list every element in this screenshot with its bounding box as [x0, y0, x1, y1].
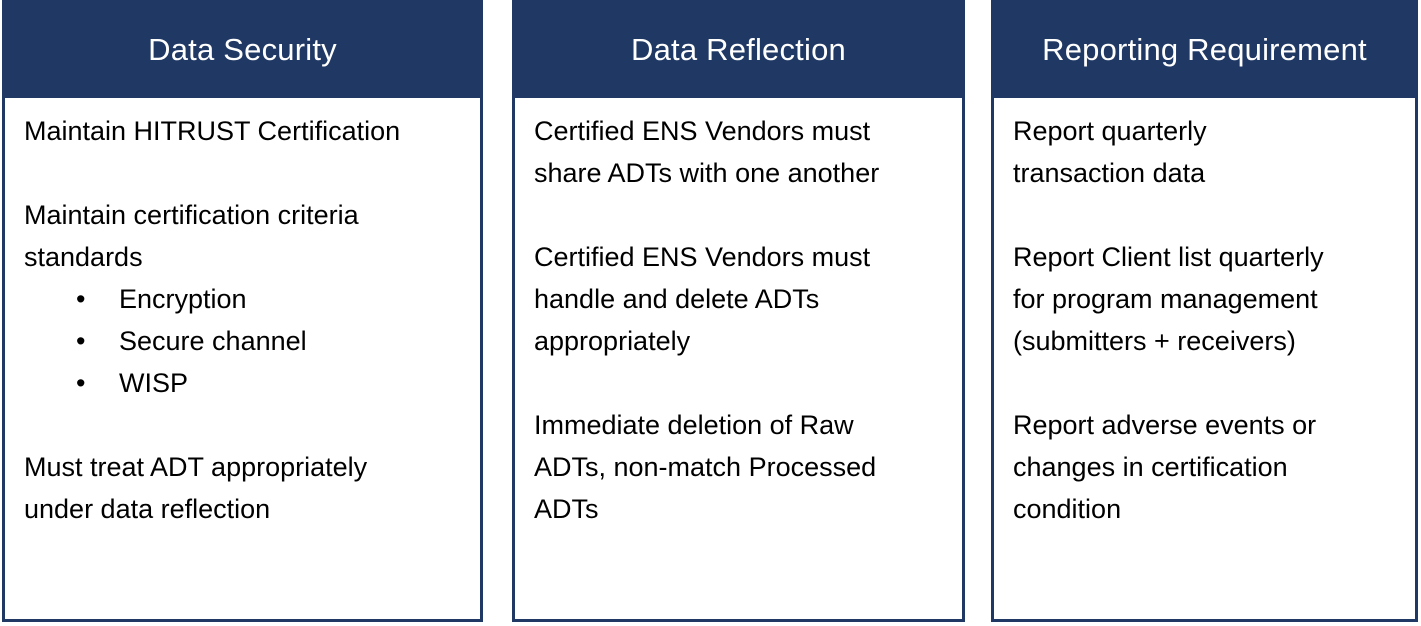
paragraph: Maintain HITRUST Certification: [24, 110, 464, 152]
text-line: changes in certification: [1013, 452, 1288, 482]
text-line: ADTs, non-match Processed: [534, 452, 877, 482]
text-line: handle and delete ADTs: [534, 284, 820, 314]
text-line: for program management: [1013, 284, 1318, 314]
paragraph: Certified ENS Vendors must handle and de…: [534, 236, 946, 362]
card-title: Data Reflection: [631, 32, 846, 67]
text-line: Certified ENS Vendors must: [534, 242, 871, 272]
bullet-list: • Encryption • Secure channel • WISP: [24, 278, 464, 404]
text-line: (submitters + receivers): [1013, 326, 1296, 356]
text-line: Report adverse events or: [1013, 410, 1317, 440]
card-body-reporting-requirement: Report quarterly transaction data Report…: [994, 98, 1415, 530]
paragraph: Immediate deletion of Raw ADTs, non-matc…: [534, 404, 946, 530]
card-data-reflection: Data Reflection Certified ENS Vendors mu…: [512, 0, 965, 622]
paragraph: Must treat ADT appropriately under data …: [24, 446, 464, 530]
card-body-data-security: Maintain HITRUST Certification Maintain …: [5, 98, 480, 530]
text-line: Immediate deletion of Raw: [534, 410, 854, 440]
text-line: Report Client list quarterly: [1013, 242, 1324, 272]
card-title: Reporting Requirement: [1042, 32, 1367, 67]
card-body-data-reflection: Certified ENS Vendors must share ADTs wi…: [515, 98, 962, 530]
text-line: Maintain HITRUST Certification: [24, 116, 401, 146]
text-line: Maintain certification criteria: [24, 200, 359, 230]
bullet-label: Encryption: [119, 284, 247, 314]
bullet-label: WISP: [119, 368, 189, 398]
bullet-label: Secure channel: [119, 326, 307, 356]
text-line: condition: [1013, 494, 1122, 524]
bullet-icon: •: [76, 284, 86, 314]
card-data-security: Data Security Maintain HITRUST Certifica…: [2, 0, 483, 622]
card-header-reporting-requirement: Reporting Requirement: [993, 2, 1416, 98]
paragraph: Maintain certification criteria standard…: [24, 194, 464, 278]
text-line: transaction data: [1013, 158, 1206, 188]
text-line: share ADTs with one another: [534, 158, 880, 188]
list-item: • Secure channel: [76, 320, 464, 362]
paragraph: Report quarterly transaction data: [1013, 110, 1399, 194]
card-title: Data Security: [148, 32, 337, 67]
paragraph: Certified ENS Vendors must share ADTs wi…: [534, 110, 946, 194]
text-line: Must treat ADT appropriately: [24, 452, 368, 482]
list-item: • Encryption: [76, 278, 464, 320]
text-line: standards: [24, 242, 143, 272]
bullet-icon: •: [76, 326, 86, 356]
card-header-data-security: Data Security: [4, 2, 481, 98]
text-line: ADTs: [534, 494, 599, 524]
card-header-data-reflection: Data Reflection: [514, 2, 963, 98]
card-reporting-requirement: Reporting Requirement Report quarterly t…: [991, 0, 1418, 622]
text-line: appropriately: [534, 326, 691, 356]
text-line: under data reflection: [24, 494, 271, 524]
bullet-icon: •: [76, 368, 86, 398]
text-line: Certified ENS Vendors must: [534, 116, 871, 146]
list-item: • WISP: [76, 362, 464, 404]
text-line: Report quarterly: [1013, 116, 1207, 146]
paragraph: Report adverse events or changes in cert…: [1013, 404, 1399, 530]
paragraph: Report Client list quarterly for program…: [1013, 236, 1399, 362]
